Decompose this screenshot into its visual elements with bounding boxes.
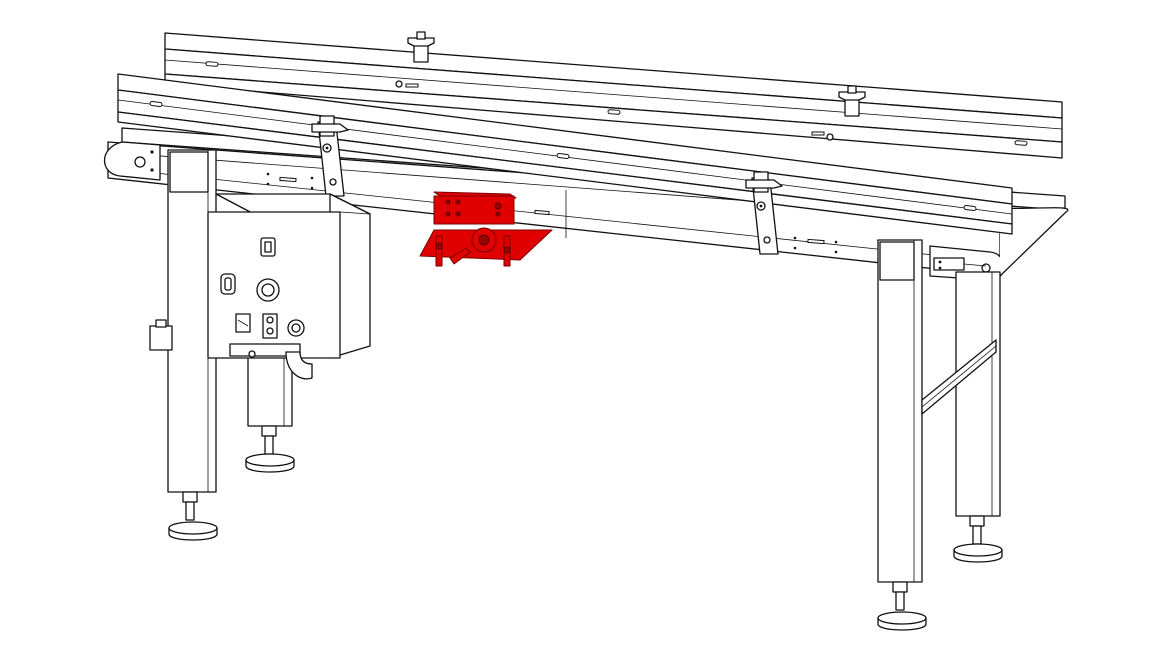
rotary-switch-icon (260, 237, 276, 257)
control-panel-devices (220, 237, 305, 339)
leg-rear-right (953, 271, 1003, 563)
leg-front-left (167, 149, 218, 541)
front-guide-rail (117, 73, 1013, 235)
selector-switch-icon (235, 313, 251, 333)
dual-pushbutton-icon (262, 313, 278, 339)
rear-clamp-knob-right (838, 85, 866, 117)
leg-mount-block (149, 319, 173, 351)
drive-mounting-bracket (419, 191, 553, 267)
rear-guide-rail (164, 32, 1063, 159)
pilot-light-icon (287, 319, 305, 337)
leg-cross-brace (921, 339, 997, 415)
leg-front-right (877, 239, 927, 631)
guide-bracket-left (311, 115, 349, 197)
emergency-stop-icon (256, 278, 280, 302)
rear-clamp-knob-left (407, 31, 435, 63)
indicator-icon (220, 273, 236, 295)
guide-bracket-right (745, 171, 783, 255)
